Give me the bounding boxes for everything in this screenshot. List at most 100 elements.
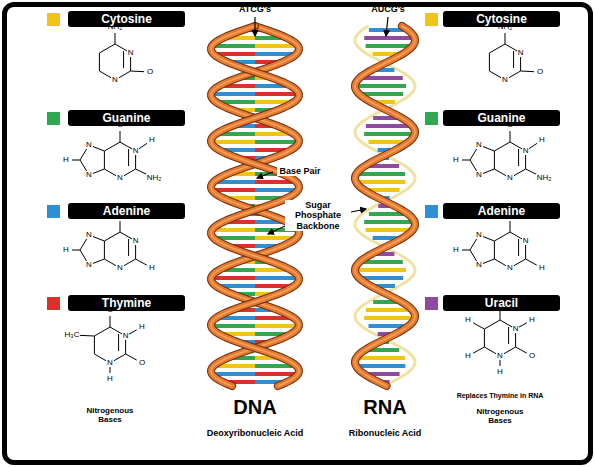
atom-label: N (517, 49, 525, 57)
atom-label: N (506, 264, 514, 272)
base-pair-half (211, 140, 255, 144)
atom-label: O (536, 68, 544, 76)
atom-label: H₃C (64, 331, 81, 339)
base-pair-half (211, 324, 255, 328)
atom-label: O (528, 352, 536, 360)
substituent-bond (120, 221, 121, 232)
legend-swatch (425, 112, 438, 125)
substituent-bond (510, 221, 511, 232)
strand-highlight (355, 26, 415, 386)
substituent-bond (115, 33, 116, 44)
rna-base (364, 132, 415, 136)
atom-label: H (106, 375, 114, 383)
base-name-bar: Cytosine (443, 11, 560, 27)
base-pair-half (255, 140, 299, 144)
rna-base (364, 220, 414, 224)
double-bond (508, 327, 509, 344)
base-name-bar: Thymine (68, 295, 185, 311)
atom-label: H (148, 264, 156, 272)
substituent-bond (462, 160, 470, 161)
atom-label: H (452, 246, 460, 254)
callout-label: AUCG's (371, 4, 405, 14)
atom-label: H (62, 246, 70, 254)
rna-base (356, 180, 405, 184)
base-pair-half (211, 276, 255, 280)
base-pair-half (255, 324, 299, 328)
legend-swatch (47, 13, 60, 26)
leader-line (257, 172, 273, 178)
atom-label: N (106, 359, 114, 367)
helix-title: RNA (363, 396, 406, 419)
leader-line (386, 17, 388, 36)
atom-label: N (85, 231, 93, 239)
double-bond (128, 239, 129, 256)
base-name-bar: Guanine (68, 110, 185, 126)
base-name-bar: Cytosine (68, 11, 185, 27)
leader-line (351, 209, 366, 212)
atom-label: N (512, 325, 520, 333)
sugar-phosphate-strand (355, 26, 415, 386)
column-note: Nitrogenous Bases (468, 407, 532, 425)
ring-bonds (470, 142, 526, 178)
double-bond (518, 149, 519, 166)
substituent-bond (136, 259, 147, 265)
callout-label: ATCG's (239, 4, 271, 14)
atom-label: N (132, 147, 140, 155)
atom-label: N (85, 261, 93, 269)
atom-label: N (475, 171, 483, 179)
atom-label: N (475, 261, 483, 269)
atom-label: N (522, 147, 530, 155)
substituent-bond (72, 160, 80, 161)
substituent-bond (526, 259, 537, 265)
double-bond (128, 149, 129, 166)
rna-base (355, 84, 406, 88)
helix-title: DNA (233, 396, 276, 419)
atom-label: N (132, 237, 140, 245)
atom-label: H (62, 156, 70, 164)
legend-swatch (425, 297, 438, 310)
substituent-bond (110, 316, 111, 327)
legend-swatch (425, 205, 438, 218)
base-pair-half (211, 92, 255, 96)
sugar-phosphate-strand-outline (355, 26, 415, 386)
substituent-bond (120, 131, 121, 142)
substituent-bond (521, 71, 534, 73)
ring-bonds (470, 232, 526, 268)
substituent-bond (126, 354, 137, 360)
atom-label: N (111, 76, 119, 84)
atom-label: N (122, 332, 130, 340)
atom-label: NH₂ (146, 174, 163, 182)
atom-label: H (138, 323, 146, 331)
atom-label: N (85, 171, 93, 179)
callout-label: Sugar Phosphate Backbone (285, 200, 351, 231)
atom-label: H (538, 264, 546, 272)
legend-swatch (47, 205, 60, 218)
base-pair-half (255, 276, 299, 280)
rna-base (364, 316, 415, 320)
substituent-bond (72, 250, 80, 251)
rna-base (355, 268, 406, 272)
rna-guide-line (355, 26, 415, 386)
double-bond (513, 51, 514, 68)
rna-base (356, 172, 405, 176)
substituent-bond (505, 33, 506, 44)
atom-label: O (146, 68, 154, 76)
rna-base (356, 356, 405, 360)
base-pair-half (255, 92, 299, 96)
atom-label: N (522, 237, 530, 245)
atom-label: H (538, 136, 546, 144)
substituent-bond (131, 71, 144, 73)
double-bond (518, 239, 519, 256)
atom-label: H (496, 368, 504, 376)
leader-line (268, 226, 285, 234)
double-bond (118, 334, 119, 351)
callout-label: Base Pair (277, 166, 322, 176)
atom-label: N (127, 49, 135, 57)
atom-label: N (506, 174, 514, 182)
legend-swatch (47, 297, 60, 310)
column-note: Nitrogenous Bases (78, 406, 142, 424)
rna-base (364, 36, 414, 40)
atom-label: NH₂ (536, 174, 553, 182)
base-name-bar: Adenine (68, 203, 185, 219)
